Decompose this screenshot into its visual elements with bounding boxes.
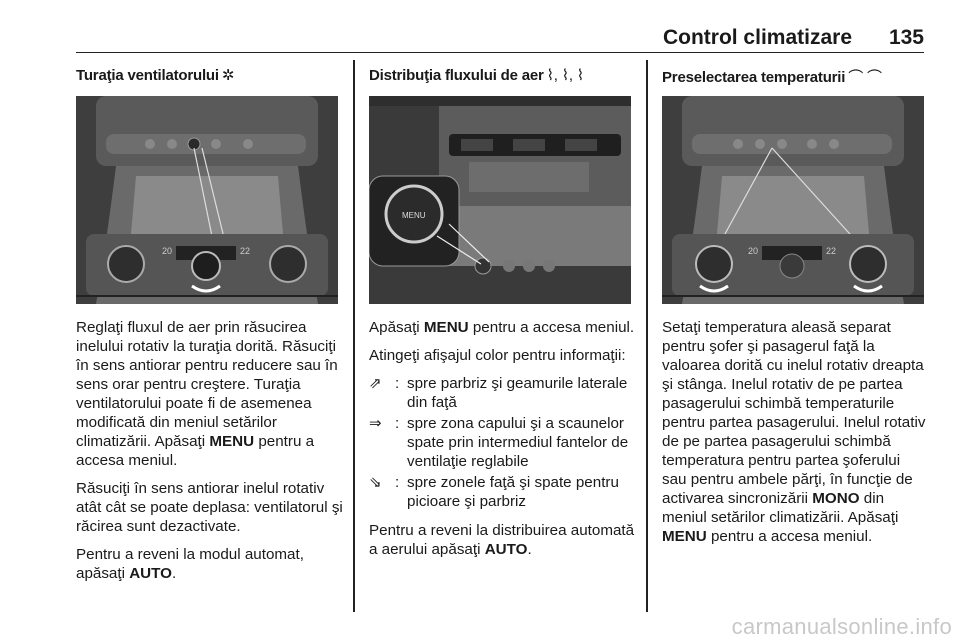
temperature-knob-icons: ⌒ ⌒ <box>848 69 882 86</box>
list-item: ⇗: spre parbriz şi geamurile laterale di… <box>369 375 628 411</box>
fan-speed-text: Reglaţi fluxul de aer prin răsucirea ine… <box>76 319 343 582</box>
airflow-distribution-text: Apăsaţi MENU pentru a accesa meniul. Ati… <box>369 318 639 568</box>
page-number: 135 <box>888 26 924 49</box>
list-item: ⇘: spre zonele faţă şi spate pentru pici… <box>369 474 619 510</box>
temperature-section: Preselectarea temperaturii⌒ ⌒ <box>662 66 882 87</box>
column-divider <box>646 60 648 612</box>
photo-left-temp: 20 <box>748 246 758 256</box>
page-header: Control climatizare 135 <box>76 22 924 53</box>
airflow-options-list: ⇗: spre parbriz şi geamurile laterale di… <box>369 374 639 511</box>
windscreen-airflow-icon: ⇗ <box>369 375 382 392</box>
airflow-icons: ⌇, ⌇, ⌇ <box>546 67 584 84</box>
temperature-text: Setaţi temperatura aleasă separat pentru… <box>662 319 926 545</box>
fan-speed-section: Turaţia ventilatorului✲ <box>76 66 234 84</box>
fan-control-photo: 20 22 <box>76 96 338 304</box>
head-airflow-icon: ⇒ <box>369 415 382 432</box>
watermark: carmanualsonline.info <box>731 614 952 639</box>
column-divider <box>353 60 355 612</box>
list-item: ⇒: spre zona capului şi a scaunelor spat… <box>369 415 629 470</box>
airflow-control-photo: MENU <box>369 96 631 304</box>
photo-right-temp: 22 <box>240 246 250 256</box>
photo-left-temp: 20 <box>162 246 172 256</box>
feet-airflow-icon: ⇘ <box>369 474 382 491</box>
fan-speed-heading: Turaţia ventilatorului✲ <box>76 67 235 84</box>
photo-menu-label: MENU <box>402 211 426 220</box>
airflow-distribution-section: Distribuţia fluxului de aer⌇, ⌇, ⌇ <box>369 66 584 84</box>
airflow-distribution-heading: Distribuţia fluxului de aer⌇, ⌇, ⌇ <box>369 67 584 84</box>
temperature-control-photo: 20 22 <box>662 96 924 304</box>
photo-right-temp: 22 <box>826 246 836 256</box>
temperature-heading: Preselectarea temperaturii⌒ ⌒ <box>662 69 882 86</box>
fan-speed-icon: ✲ <box>221 67 235 84</box>
section-title: Control climatizare <box>662 26 852 49</box>
